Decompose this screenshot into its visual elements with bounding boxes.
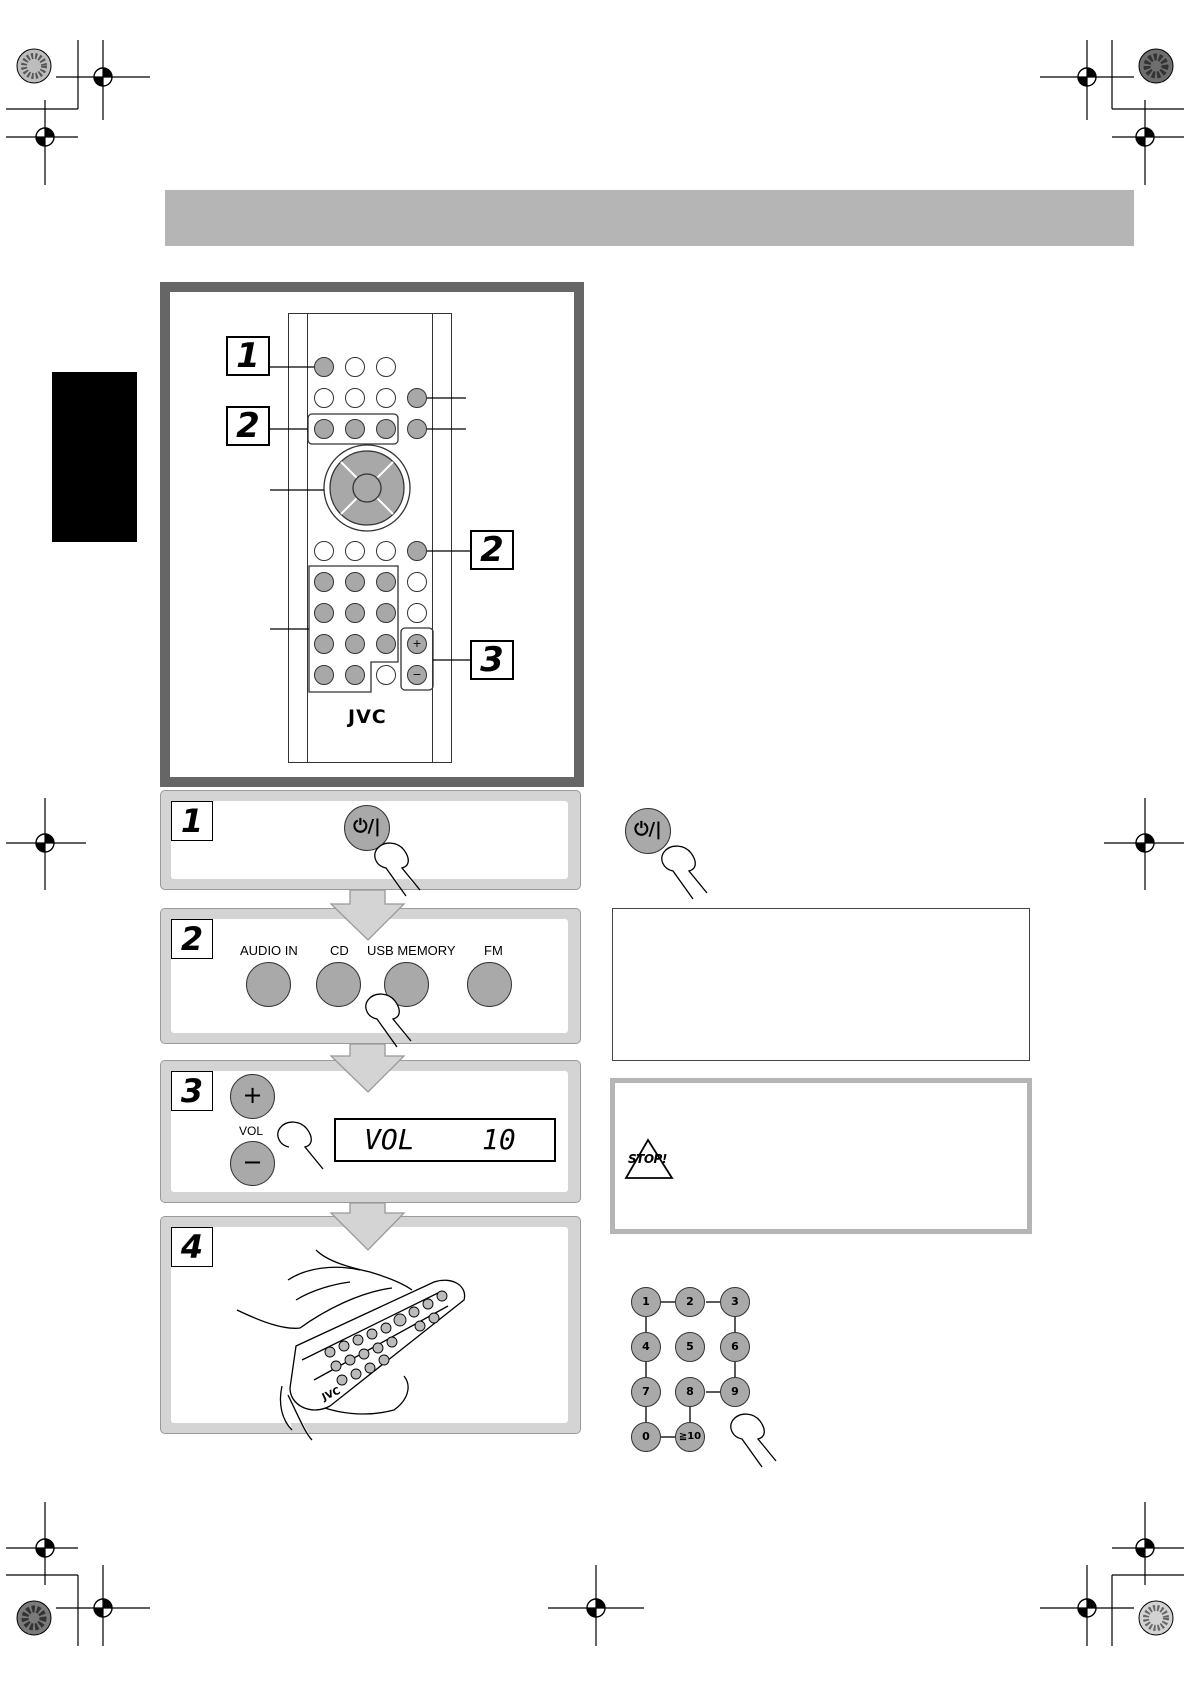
remote-button[interactable] xyxy=(345,357,365,377)
fm-label: FM xyxy=(484,943,503,958)
remote-number-button[interactable] xyxy=(314,634,334,654)
remote-number-button[interactable] xyxy=(345,572,365,592)
vol-label: VOL xyxy=(239,1124,264,1138)
language-side-tab xyxy=(52,372,137,542)
usb-memory-button[interactable] xyxy=(384,962,429,1007)
callout-number: 2 xyxy=(470,530,514,570)
callout-number: 3 xyxy=(470,640,514,680)
cd-label: CD xyxy=(330,943,349,958)
keypad-4-button[interactable]: 4 xyxy=(631,1332,661,1362)
remote-number-button[interactable] xyxy=(314,572,334,592)
keypad-3-button[interactable]: 3 xyxy=(720,1287,750,1317)
remote-volume-up-button[interactable]: + xyxy=(407,634,427,654)
keypad-9-button[interactable]: 9 xyxy=(720,1377,750,1407)
remote-number-button[interactable] xyxy=(314,603,334,623)
audio-in-label: AUDIO IN xyxy=(240,943,298,958)
remote-number-button[interactable] xyxy=(345,665,365,685)
stop-icon-label: STOP! xyxy=(628,1152,667,1166)
remote-number-button[interactable] xyxy=(376,572,396,592)
remote-number-button[interactable] xyxy=(376,603,396,623)
remote-power-button[interactable] xyxy=(314,357,334,377)
step-number: 4 xyxy=(171,1227,213,1267)
remote-button[interactable] xyxy=(376,388,396,408)
remote-button[interactable] xyxy=(314,541,334,561)
volume-down-button[interactable]: − xyxy=(230,1141,275,1186)
remote-number-button[interactable] xyxy=(376,634,396,654)
remote-source-button[interactable] xyxy=(376,419,396,439)
keypad-1-button[interactable]: 1 xyxy=(631,1287,661,1317)
step-number: 3 xyxy=(171,1071,213,1111)
remote-source-button[interactable] xyxy=(345,419,365,439)
remote-control-body xyxy=(288,313,452,763)
callout-number: 2 xyxy=(226,406,270,446)
usb-memory-label: USB MEMORY xyxy=(367,943,456,958)
remote-number-button[interactable] xyxy=(345,603,365,623)
keypad-10-plus-button[interactable]: ≧10 xyxy=(675,1422,705,1452)
keypad-5-button[interactable]: 5 xyxy=(675,1332,705,1362)
step-number: 2 xyxy=(171,919,213,959)
remote-fm-button[interactable] xyxy=(407,541,427,561)
remote-volume-down-button[interactable]: − xyxy=(407,665,427,685)
fm-button[interactable] xyxy=(467,962,512,1007)
keypad-2-button[interactable]: 2 xyxy=(675,1287,705,1317)
step-number: 1 xyxy=(171,801,213,841)
keypad-0-button[interactable]: 0 xyxy=(631,1422,661,1452)
remote-button[interactable] xyxy=(376,665,396,685)
remote-button[interactable] xyxy=(314,388,334,408)
remote-number-button[interactable] xyxy=(345,634,365,654)
note-box xyxy=(612,908,1030,1061)
step-4-box: 4 xyxy=(160,1216,581,1434)
audio-in-button[interactable] xyxy=(246,962,291,1007)
remote-button[interactable] xyxy=(407,388,427,408)
cd-button[interactable] xyxy=(316,962,361,1007)
remote-source-button[interactable] xyxy=(314,419,334,439)
keypad-8-button[interactable]: 8 xyxy=(675,1377,705,1407)
volume-display: VOL 10 xyxy=(334,1118,556,1162)
keypad-7-button[interactable]: 7 xyxy=(631,1377,661,1407)
remote-button[interactable] xyxy=(407,603,427,623)
remote-source-button[interactable] xyxy=(407,419,427,439)
remote-button[interactable] xyxy=(376,357,396,377)
standby-power-button[interactable]: ⏻/| xyxy=(625,808,671,854)
remote-button[interactable] xyxy=(345,388,365,408)
keypad-6-button[interactable]: 6 xyxy=(720,1332,750,1362)
remote-number-button[interactable] xyxy=(314,665,334,685)
remote-brand-logo: JVC xyxy=(348,706,387,728)
power-button[interactable]: ⏻/| xyxy=(344,805,390,851)
callout-number: 1 xyxy=(226,336,270,376)
step-2-box: 2 xyxy=(160,908,581,1044)
caution-box xyxy=(610,1078,1032,1234)
remote-control-face xyxy=(307,313,433,763)
volume-up-button[interactable]: + xyxy=(230,1074,275,1119)
remote-button[interactable] xyxy=(407,572,427,592)
section-title-bar xyxy=(165,190,1134,246)
remote-button[interactable] xyxy=(376,541,396,561)
remote-button[interactable] xyxy=(345,541,365,561)
